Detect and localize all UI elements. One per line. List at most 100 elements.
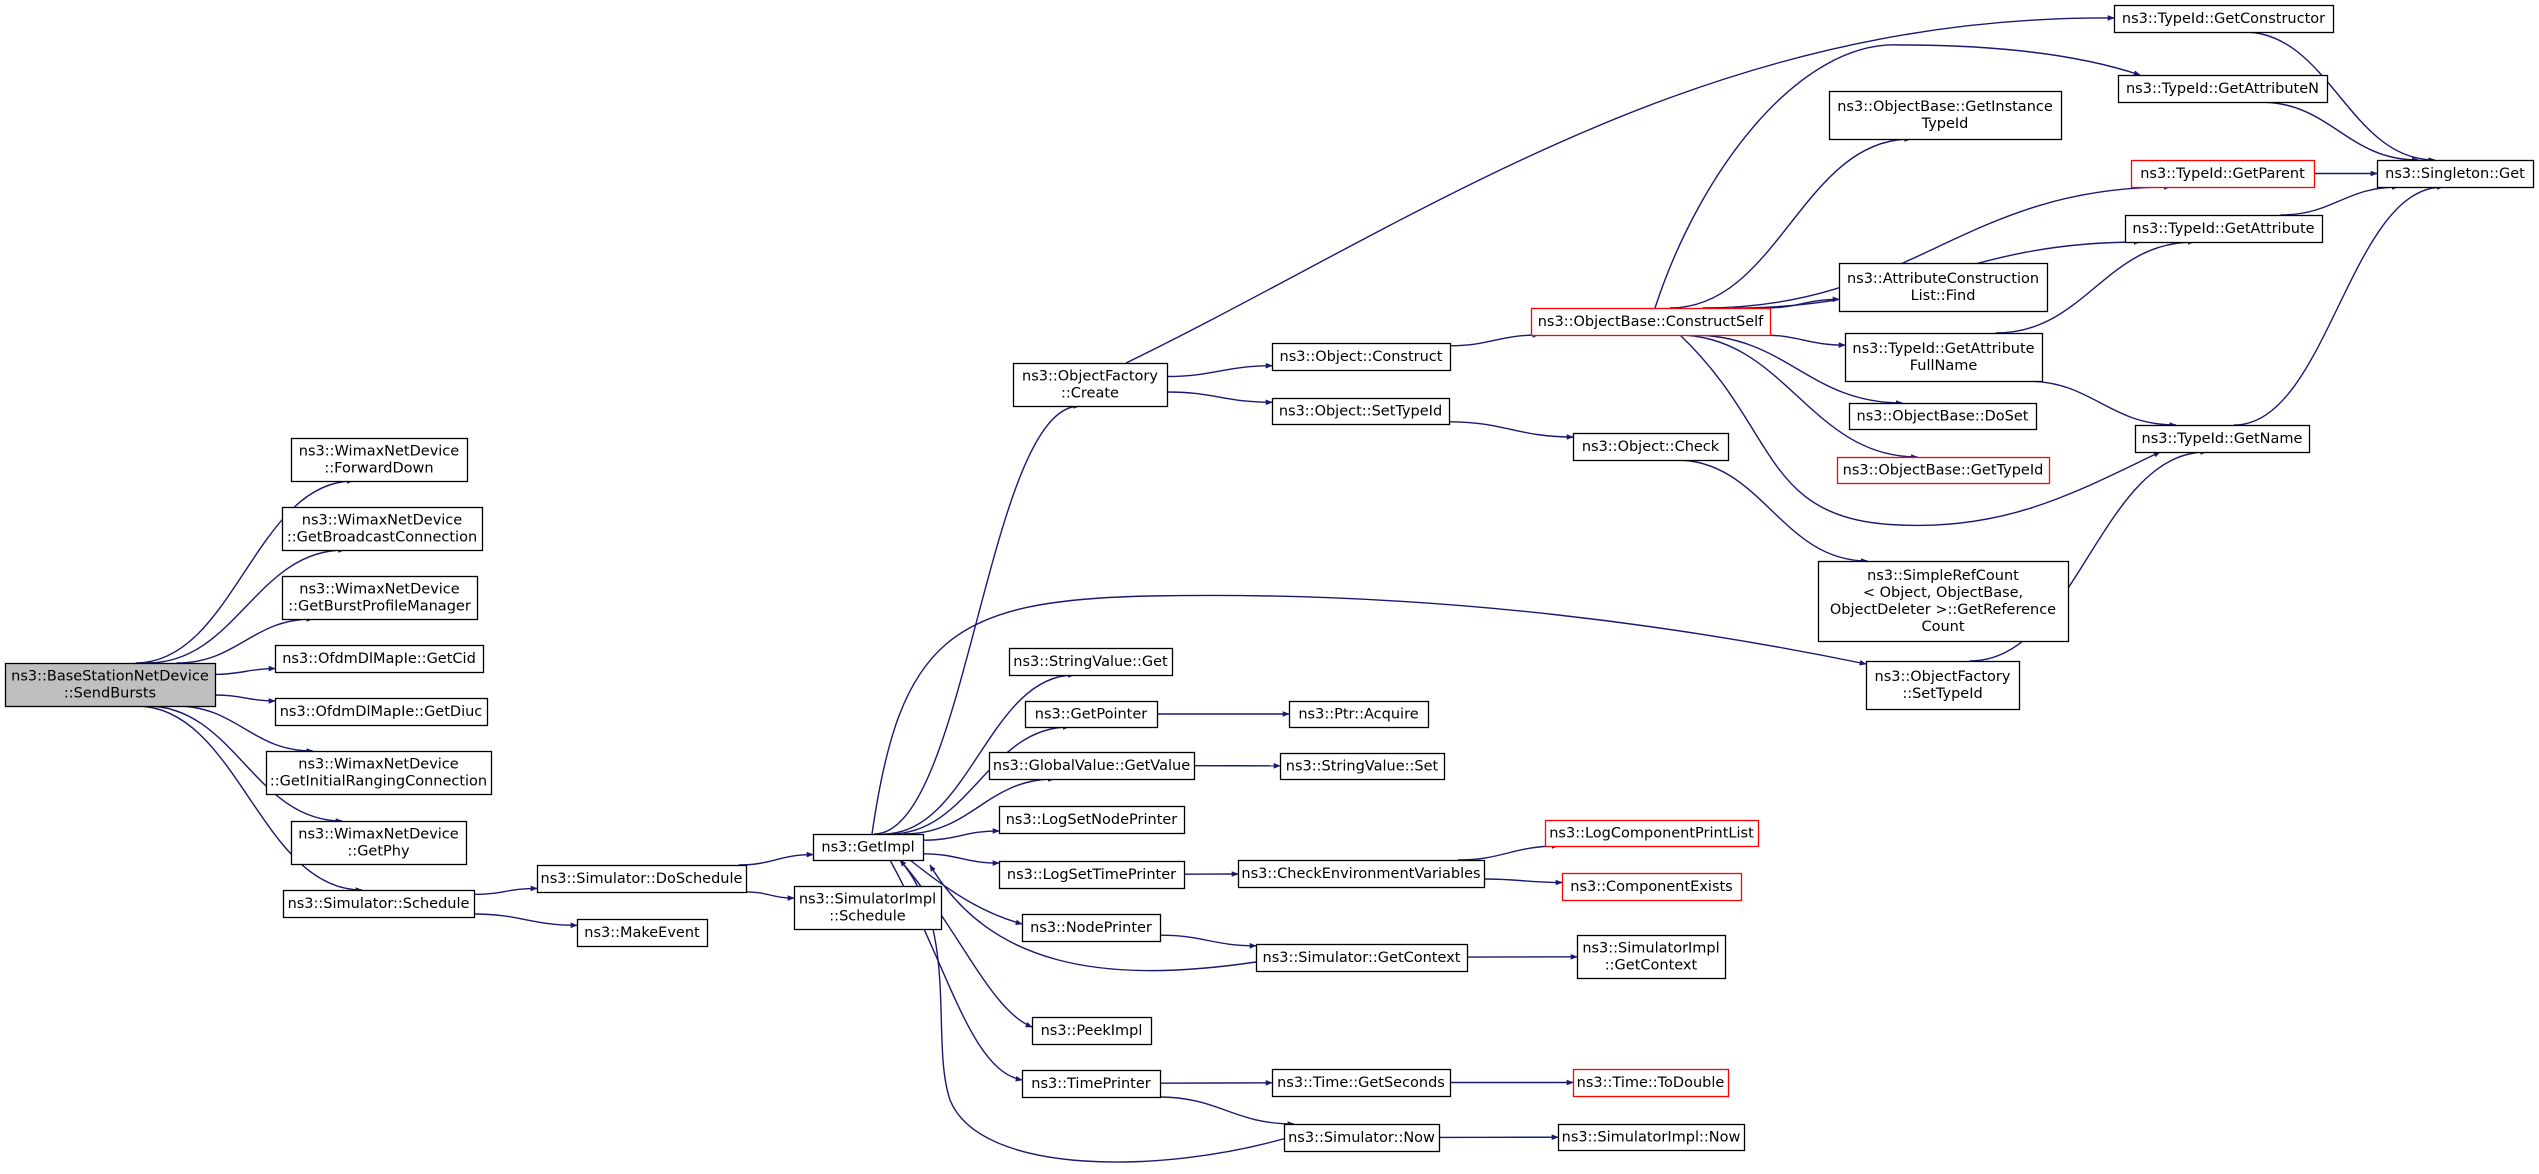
node-label-attrconstructionlist_find-line-0: ns3::AttributeConstruction — [1847, 271, 2039, 287]
node-simplerefcount[interactable]: ns3::SimpleRefCount< Object, ObjectBase,… — [1817, 560, 2070, 643]
edge-constructself-to-typeid_getparent — [1702, 184, 2171, 309]
node-sendbursts[interactable]: ns3::BaseStationNetDevice::SendBursts — [4, 662, 217, 708]
node-box-peekimpl — [1031, 1016, 1153, 1046]
node-label-of_settypeid-line-1: ::SetTypeId — [1902, 686, 1982, 702]
node-sim_getcontext[interactable]: ns3::Simulator::GetContext — [1255, 943, 1469, 973]
node-label-typeid_getconstructor-line-0: ns3::TypeId::GetConstructor — [2122, 11, 2325, 27]
node-getinitialranging[interactable]: ns3::WimaxNetDevice::GetInitialRangingCo… — [265, 750, 493, 796]
node-typeid_getattributen[interactable]: ns3::TypeId::GetAttributeN — [2117, 74, 2329, 104]
node-time_todouble[interactable]: ns3::Time::ToDouble — [1572, 1068, 1730, 1098]
node-box-constructself — [1530, 307, 1772, 337]
node-globalvalue_getvalue[interactable]: ns3::GlobalValue::GetValue — [988, 751, 1196, 781]
node-box-sendbursts — [4, 662, 217, 708]
node-object_check[interactable]: ns3::Object::Check — [1572, 432, 1730, 462]
node-typeid_getname[interactable]: ns3::TypeId::GetName — [2134, 424, 2311, 454]
node-label-getinstancetypeid-line-1: TypeId — [1921, 116, 1969, 132]
node-typeid_getparent[interactable]: ns3::TypeId::GetParent — [2130, 159, 2316, 189]
node-stringvalue_get[interactable]: ns3::StringValue::Get — [1008, 647, 1174, 677]
node-box-typeid_getconstructor — [2113, 4, 2335, 34]
node-label-objectbase_gettypeid-line-0: ns3::ObjectBase::GetTypeId — [1843, 463, 2044, 479]
node-label-getpointer-line-0: ns3::GetPointer — [1035, 707, 1148, 723]
node-box-simimpl_schedule — [793, 885, 943, 931]
node-ptr_acquire[interactable]: ns3::Ptr::Acquire — [1288, 700, 1430, 729]
node-label-sim_schedule-line-0: ns3::Simulator::Schedule — [288, 896, 470, 912]
node-logsettimeprinter[interactable]: ns3::LogSetTimePrinter — [998, 860, 1186, 890]
node-label-simimpl_getcontext-line-0: ns3::SimulatorImpl — [1582, 941, 1719, 957]
node-logcomponentprintlist[interactable]: ns3::LogComponentPrintList — [1544, 819, 1760, 848]
edge-of_create-to-object_settypeid — [1166, 391, 1273, 406]
edge-getimpl-to-of_create — [874, 403, 1081, 835]
node-timeprinter[interactable]: ns3::TimePrinter — [1021, 1069, 1162, 1099]
edge-sim_getcontext-to-getimpl — [929, 864, 1257, 972]
node-getcid[interactable]: ns3::OfdmDlMapIe::GetCid — [274, 644, 485, 674]
node-box-objectbase_gettypeid — [1836, 456, 2051, 485]
node-getbroadcast[interactable]: ns3::WimaxNetDevice::GetBroadcastConnect… — [281, 506, 484, 552]
node-box-getphy — [290, 820, 468, 866]
node-label-logcomponentprintlist-line-0: ns3::LogComponentPrintList — [1549, 826, 1754, 842]
node-nodeprinter[interactable]: ns3::NodePrinter — [1021, 913, 1162, 943]
node-box-doschedule — [536, 864, 748, 894]
node-getphy[interactable]: ns3::WimaxNetDevice::GetPhy — [290, 820, 468, 866]
node-simimpl_now[interactable]: ns3::SimulatorImpl::Now — [1557, 1123, 1746, 1152]
node-label-getphy-line-0: ns3::WimaxNetDevice — [298, 827, 458, 843]
node-getimpl[interactable]: ns3::GetImpl — [812, 833, 925, 862]
node-singleton_get[interactable]: ns3::Singleton::Get — [2376, 159, 2535, 189]
node-of_create[interactable]: ns3::ObjectFactory::Create — [1012, 362, 1169, 408]
node-componentexists[interactable]: ns3::ComponentExists — [1561, 872, 1743, 902]
node-box-globalvalue_getvalue — [988, 751, 1196, 781]
node-box-makeevent — [576, 918, 709, 948]
node-typeid_getattribute[interactable]: ns3::TypeId::GetAttribute — [2124, 214, 2324, 244]
node-object_construct[interactable]: ns3::Object::Construct — [1271, 342, 1452, 372]
node-label-typeid_getparent-line-0: ns3::TypeId::GetParent — [2140, 166, 2305, 182]
node-peekimpl[interactable]: ns3::PeekImpl — [1031, 1016, 1153, 1046]
node-stringvalue_set[interactable]: ns3::StringValue::Set — [1279, 752, 1446, 781]
node-label-objectbase_doset-line-0: ns3::ObjectBase::DoSet — [1857, 409, 2029, 425]
node-doschedule[interactable]: ns3::Simulator::DoSchedule — [536, 864, 748, 894]
edge-sim_now-to-getimpl — [899, 859, 1291, 1163]
node-checkenvvars[interactable]: ns3::CheckEnvironmentVariables — [1237, 859, 1486, 889]
edge-sendbursts-to-getdiuc — [214, 694, 276, 704]
node-label-globalvalue_getvalue-line-0: ns3::GlobalValue::GetValue — [993, 758, 1190, 774]
edge-sendbursts-to-getphy — [146, 705, 343, 824]
node-label-forwarddown-line-1: ::ForwardDown — [324, 461, 433, 477]
node-label-singleton_get-line-0: ns3::Singleton::Get — [2385, 166, 2525, 182]
node-box-sim_schedule — [282, 889, 476, 919]
node-box-objectbase_doset — [1848, 402, 2038, 431]
node-getburstprofile[interactable]: ns3::WimaxNetDevice::GetBurstProfileMana… — [281, 575, 479, 621]
node-sim_schedule[interactable]: ns3::Simulator::Schedule — [282, 889, 476, 919]
node-time_getseconds[interactable]: ns3::Time::GetSeconds — [1271, 1068, 1452, 1098]
node-box-time_todouble — [1572, 1068, 1730, 1098]
node-label-object_check-line-0: ns3::Object::Check — [1582, 439, 1720, 455]
node-sim_now[interactable]: ns3::Simulator::Now — [1283, 1123, 1441, 1153]
node-box-typeid_getattributefullname — [1844, 332, 2044, 383]
node-label-of_settypeid-line-0: ns3::ObjectFactory — [1875, 669, 2011, 685]
edge-sim_schedule-to-doschedule — [473, 885, 538, 896]
node-label-checkenvvars-line-0: ns3::CheckEnvironmentVariables — [1241, 866, 1480, 882]
node-objectbase_doset[interactable]: ns3::ObjectBase::DoSet — [1848, 402, 2038, 431]
node-object_settypeid[interactable]: ns3::Object::SetTypeId — [1271, 397, 1451, 426]
node-box-simplerefcount — [1817, 560, 2070, 643]
node-label-sim_now-line-0: ns3::Simulator::Now — [1288, 1130, 1435, 1146]
node-simimpl_getcontext[interactable]: ns3::SimulatorImpl::GetContext — [1576, 934, 1727, 980]
edge-sendbursts-to-sim_schedule — [136, 705, 363, 893]
node-simimpl_schedule[interactable]: ns3::SimulatorImpl::Schedule — [793, 885, 943, 931]
node-constructself[interactable]: ns3::ObjectBase::ConstructSelf — [1530, 307, 1772, 337]
node-label-nodeprinter-line-0: ns3::NodePrinter — [1030, 920, 1152, 936]
node-label-timeprinter-line-0: ns3::TimePrinter — [1031, 1076, 1151, 1092]
node-of_settypeid[interactable]: ns3::ObjectFactory::SetTypeId — [1865, 660, 2021, 711]
node-box-checkenvvars — [1237, 859, 1486, 889]
node-objectbase_gettypeid[interactable]: ns3::ObjectBase::GetTypeId — [1836, 456, 2051, 485]
node-makeevent[interactable]: ns3::MakeEvent — [576, 918, 709, 948]
node-box-singleton_get — [2376, 159, 2535, 189]
edge-sendbursts-to-getburstprofile — [176, 616, 314, 664]
node-typeid_getconstructor[interactable]: ns3::TypeId::GetConstructor — [2113, 4, 2335, 34]
node-logsetnodeprinter[interactable]: ns3::LogSetNodePrinter — [998, 805, 1186, 835]
edge-constructself-to-objectbase_gettypeid — [1677, 334, 1919, 460]
node-getdiuc[interactable]: ns3::OfdmDlMapIe::GetDiuc — [274, 697, 489, 727]
node-getpointer[interactable]: ns3::GetPointer — [1024, 700, 1159, 729]
node-box-attrconstructionlist_find — [1838, 262, 2049, 313]
node-forwarddown[interactable]: ns3::WimaxNetDevice::ForwardDown — [290, 437, 469, 483]
